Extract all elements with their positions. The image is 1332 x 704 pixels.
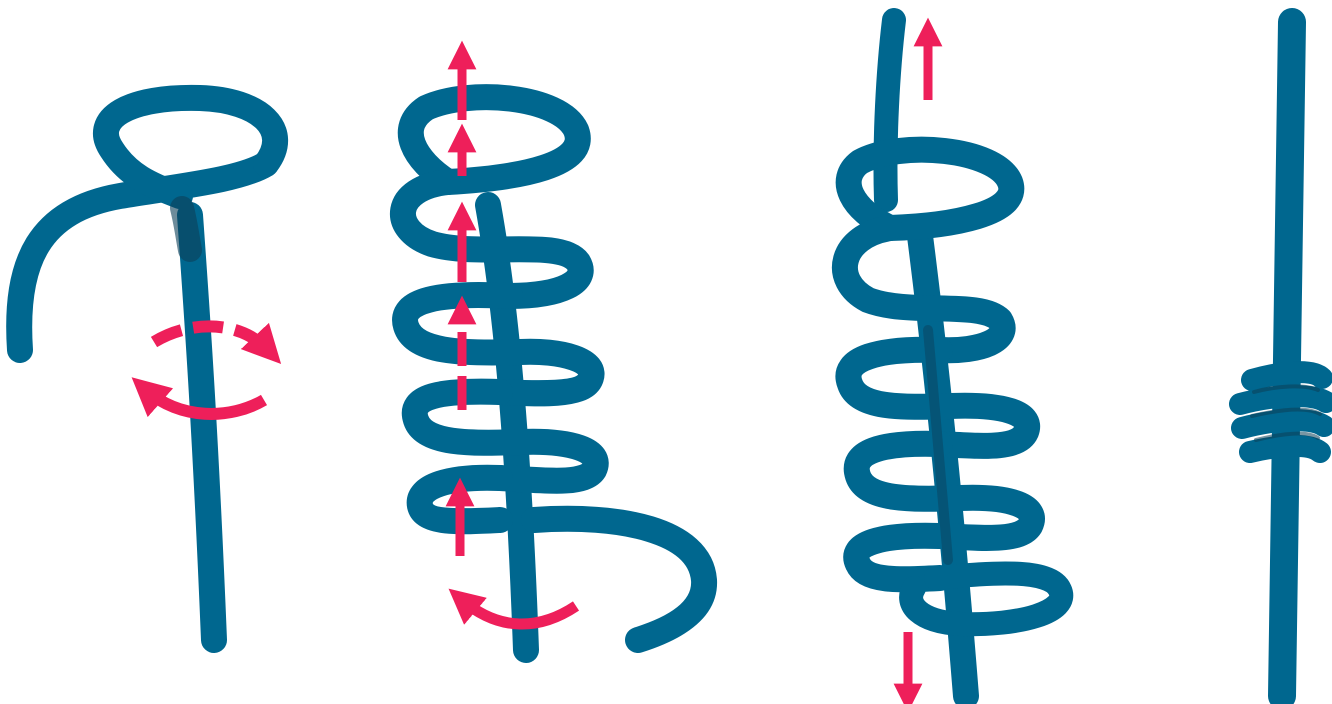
- step-3-panel: [845, 20, 1061, 698]
- step-3-top-loop: [849, 150, 1012, 228]
- step-1-crossing-shadow: [182, 208, 190, 250]
- step-4-coil-1: [1252, 372, 1322, 380]
- step-4-standing-part: [1282, 22, 1292, 696]
- step-2-rope: [403, 97, 704, 650]
- step-1-standing-part: [190, 215, 214, 640]
- step-4-panel: [1240, 22, 1326, 696]
- step-2-panel: [403, 55, 704, 650]
- step-4-coil-3: [1242, 420, 1324, 428]
- step-3-rope: [845, 20, 1061, 696]
- step-4-coil-4: [1250, 446, 1320, 452]
- step-2-top-loop: [411, 97, 578, 182]
- step-2-standing-part: [488, 205, 526, 650]
- step-1-rope: [19, 98, 275, 640]
- step-2-working-end: [534, 519, 704, 640]
- step-4-rope: [1240, 22, 1326, 696]
- step-3-top-end: [885, 20, 894, 200]
- step-4-coil-2: [1240, 396, 1326, 404]
- step-1-panel: [19, 98, 275, 640]
- step-3-bottom-loop: [911, 573, 1061, 624]
